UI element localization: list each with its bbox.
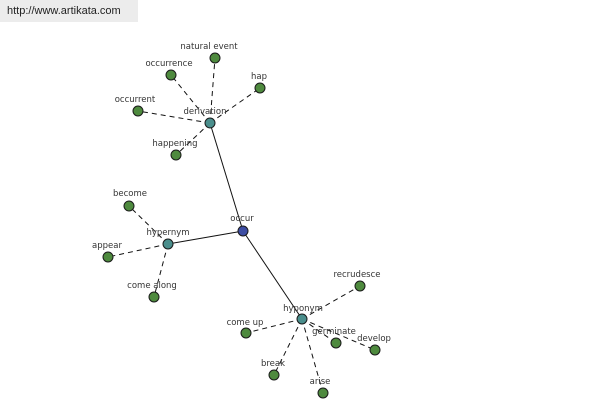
label-word-hap: hap bbox=[251, 72, 267, 82]
edge-derivation-natural-event bbox=[209, 57, 216, 124]
node-word-come-up[interactable] bbox=[240, 327, 252, 339]
node-word-occurrence[interactable] bbox=[165, 69, 177, 81]
node-word-develop[interactable] bbox=[369, 344, 381, 356]
edge-hyponym-recrudesce bbox=[301, 285, 361, 320]
label-root: occur bbox=[230, 214, 254, 224]
node-word-happening[interactable] bbox=[170, 149, 182, 161]
edge-hyponym-arise bbox=[301, 318, 324, 394]
label-word-natural-event: natural event bbox=[180, 42, 238, 52]
label-word-recrudesce: recrudesce bbox=[333, 270, 380, 280]
label-word-break: break bbox=[261, 359, 285, 369]
label-relation-derivation: derivation bbox=[183, 107, 226, 117]
label-word-happening: happening bbox=[152, 139, 197, 149]
node-relation-hypernym[interactable] bbox=[162, 238, 174, 250]
label-relation-hyponym: hyponym bbox=[283, 304, 323, 314]
edge-hypernym-appear bbox=[107, 243, 169, 258]
labels: occur derivation natural event occurrence ha… bbox=[92, 42, 391, 387]
edge-derivation-occurrent bbox=[137, 110, 211, 124]
node-word-natural-event[interactable] bbox=[209, 52, 221, 64]
edge-derivation-occurrence bbox=[170, 74, 211, 124]
nodes bbox=[102, 52, 381, 399]
node-word-hap[interactable] bbox=[254, 82, 266, 94]
node-word-become[interactable] bbox=[123, 200, 135, 212]
node-word-come-along[interactable] bbox=[148, 291, 160, 303]
node-relation-hyponym[interactable] bbox=[296, 313, 308, 325]
edge-occur-hyponym bbox=[242, 230, 303, 320]
edge-hyponym-develop bbox=[301, 318, 376, 351]
node-word-break[interactable] bbox=[268, 369, 280, 381]
edge-hypernym-become bbox=[128, 205, 169, 245]
edges bbox=[107, 57, 376, 394]
label-word-occurrent: occurrent bbox=[115, 95, 156, 105]
label-word-come-along: come along bbox=[127, 281, 177, 291]
label-word-occurrence: occurrence bbox=[145, 59, 192, 69]
node-word-appear[interactable] bbox=[102, 251, 114, 263]
label-word-arise: arise bbox=[310, 377, 331, 387]
edge-hyponym-germinate bbox=[301, 318, 337, 344]
url-banner[interactable]: http://www.artikata.com bbox=[0, 0, 138, 22]
node-word-occurrent[interactable] bbox=[132, 105, 144, 117]
node-word-germinate[interactable] bbox=[330, 337, 342, 349]
edge-hypernym-come-along bbox=[153, 243, 169, 298]
label-word-appear: appear bbox=[92, 241, 122, 251]
node-word-arise[interactable] bbox=[317, 387, 329, 399]
edge-hyponym-come-up bbox=[245, 318, 303, 334]
label-word-germinate: germinate bbox=[312, 327, 356, 337]
label-word-come-up: come up bbox=[227, 318, 264, 328]
edge-hyponym-break bbox=[273, 318, 303, 376]
label-word-develop: develop bbox=[357, 334, 391, 344]
label-relation-hypernym: hypernym bbox=[146, 228, 189, 238]
edge-derivation-hap bbox=[209, 87, 261, 124]
node-relation-derivation[interactable] bbox=[204, 117, 216, 129]
label-word-become: become bbox=[113, 189, 147, 199]
edge-occur-derivation bbox=[209, 122, 244, 232]
node-root-occur[interactable] bbox=[237, 225, 249, 237]
edge-derivation-happening bbox=[175, 122, 211, 156]
node-word-recrudesce[interactable] bbox=[354, 280, 366, 292]
edge-occur-hypernym bbox=[167, 230, 244, 245]
